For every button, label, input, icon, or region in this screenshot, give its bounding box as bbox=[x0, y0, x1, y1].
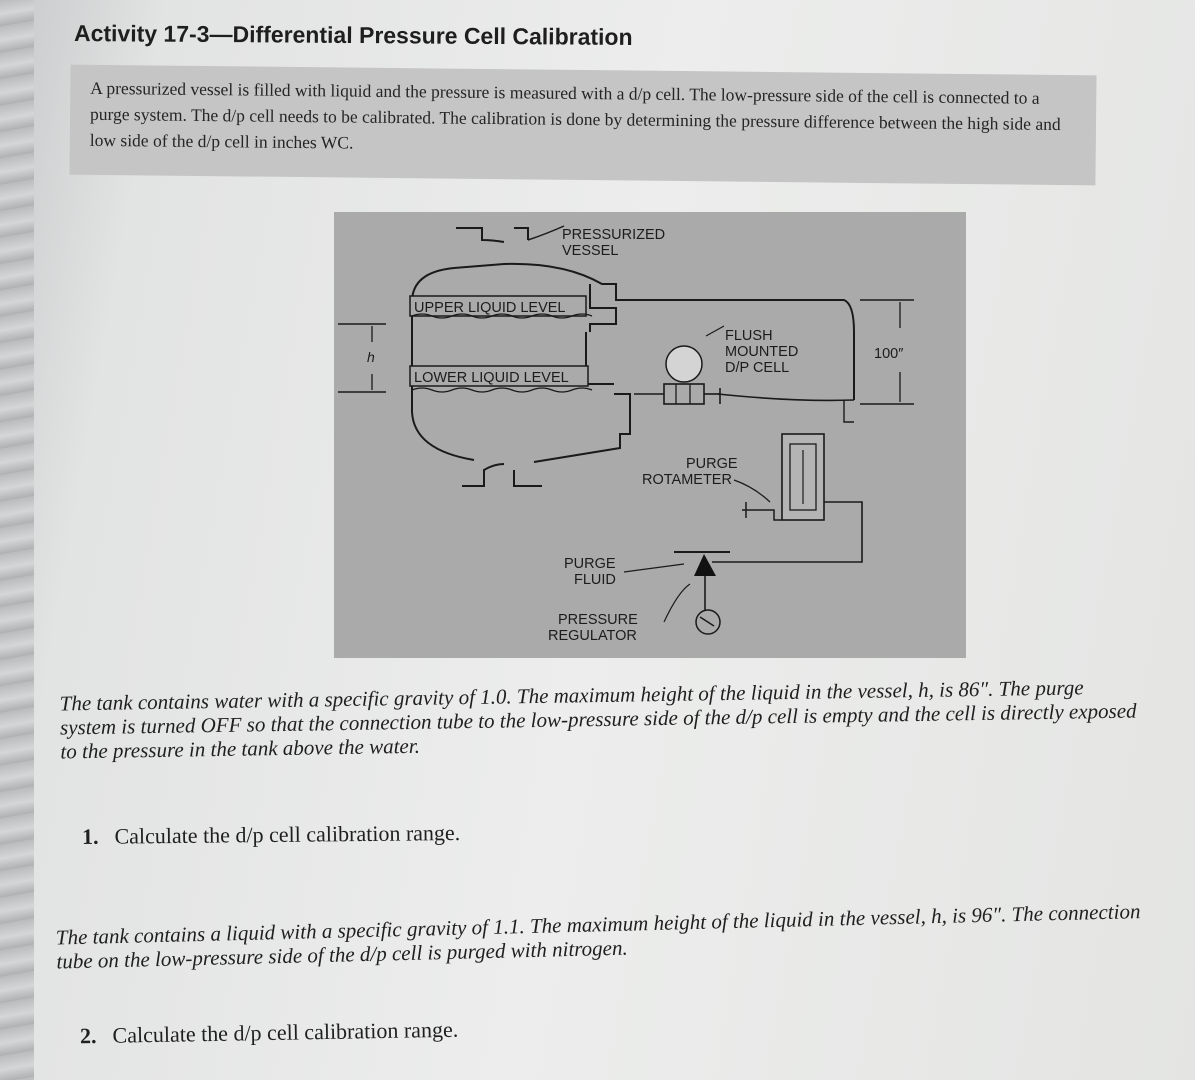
label-lower-liquid-level: LOWER LIQUID LEVEL bbox=[414, 370, 569, 386]
label-purge: PURGE bbox=[686, 456, 738, 472]
question-2-text: Calculate the d/p cell calibration range… bbox=[112, 1016, 459, 1048]
label-upper-liquid-level: UPPER LIQUID LEVEL bbox=[414, 300, 566, 316]
label-h: h bbox=[367, 349, 375, 365]
label-100-inches: 100″ bbox=[874, 346, 903, 362]
label-vessel: VESSEL bbox=[562, 243, 618, 259]
label-flush: FLUSH bbox=[725, 328, 773, 344]
page-binding-edge bbox=[0, 0, 34, 1080]
activity-title: Activity 17-3—Differential Pressure Cell… bbox=[73, 20, 633, 50]
label-dp-cell: D/P CELL bbox=[725, 360, 789, 376]
dp-cell-diagram: PRESSURIZED VESSEL UPPER LIQUID LEVEL LO… bbox=[334, 212, 966, 658]
question-1-number: 1. bbox=[81, 823, 99, 849]
intro-box: A pressurized vessel is filled with liqu… bbox=[69, 64, 1097, 186]
scenario-1-text: The tank contains water with a specific … bbox=[59, 675, 1137, 764]
intro-text: A pressurized vessel is filled with liqu… bbox=[89, 77, 1061, 153]
label-purge-fluid-1: PURGE bbox=[564, 556, 616, 572]
scenario-2-text: The tank contains a liquid with a specif… bbox=[55, 899, 1141, 974]
question-1-text: Calculate the d/p cell calibration range… bbox=[114, 820, 461, 849]
question-2-number: 2. bbox=[79, 1023, 97, 1049]
label-rotameter: ROTAMETER bbox=[642, 472, 732, 488]
label-pressure: PRESSURE bbox=[558, 612, 638, 628]
question-1: 1. Calculate the d/p cell calibration ran… bbox=[82, 820, 461, 850]
label-regulator: REGULATOR bbox=[548, 628, 637, 644]
question-2: 2. Calculate the d/p cell calibration ran… bbox=[80, 1017, 459, 1050]
label-pressurized: PRESSURIZED bbox=[562, 227, 665, 243]
label-mounted: MOUNTED bbox=[725, 344, 798, 360]
label-purge-fluid-2: FLUID bbox=[574, 572, 616, 588]
